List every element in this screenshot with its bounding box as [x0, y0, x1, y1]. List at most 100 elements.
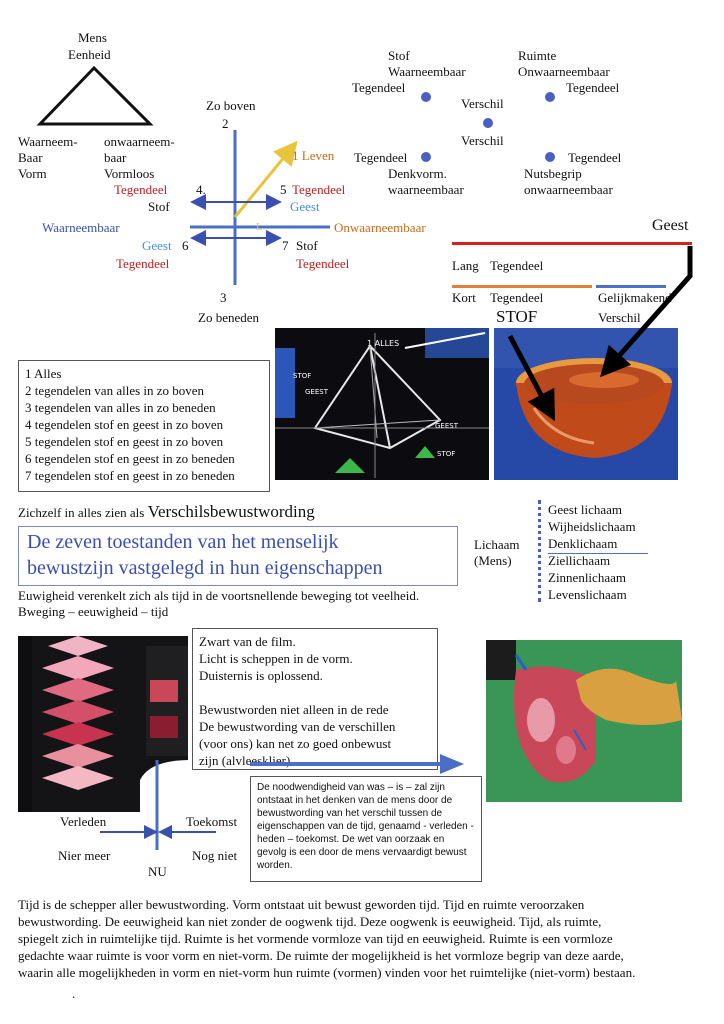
leven-label: 1 Leven	[292, 148, 335, 163]
axis-5: 5	[280, 182, 287, 197]
film-text-line: Bewustworden niet alleen in de rede	[199, 702, 389, 717]
tegendeel-7: Tegendeel	[296, 256, 350, 271]
timeline-nu: NU	[148, 864, 167, 879]
orange-line	[452, 285, 592, 288]
legend-item: 6 tegendelen stof en geest in zo beneden	[25, 451, 235, 466]
dot-marker	[545, 92, 555, 102]
dot-ruimte: Ruimte	[518, 48, 557, 63]
legend-item: 1 Alles	[25, 366, 62, 381]
final-line: waarin alle mogelijkheden in vorm en nie…	[18, 965, 636, 980]
lichaam-item: Ziellichaam	[548, 553, 611, 568]
dot-tegendeel-a: Tegendeel	[352, 80, 406, 95]
blue-title-line: De zeven toestanden van het menselijk	[27, 531, 339, 553]
footer-dot: .	[72, 986, 76, 1001]
final-line: Tijd is de schepper aller bewustwording.…	[18, 897, 585, 912]
zo-boven-label: Zo boven	[206, 98, 256, 113]
lichaam-item: Denklichaam	[548, 536, 618, 551]
final-line: gedachte waar ruimte is voor vorm en nie…	[18, 948, 624, 963]
waarneembaar-axis-label: Waarneembaar	[42, 220, 120, 235]
onwaarneembaar-axis-label: Onwaarneembaar	[334, 220, 426, 235]
tegendeel-5: Tegendeel	[292, 182, 346, 197]
lichaam-item: Zinnenlichaam	[548, 570, 626, 585]
tegendeel-4: Tegendeel	[114, 182, 168, 197]
axis-7: 7	[282, 238, 289, 253]
dot-denkvorm: Denkvorm.	[388, 166, 447, 181]
verschil-label: Verschil	[598, 310, 641, 325]
axis-6: 6	[182, 238, 189, 253]
pyramid-geest-2: GEEST	[305, 388, 328, 396]
geest-5: Geest	[290, 199, 320, 214]
dot-verschil-1: Verschil	[461, 96, 504, 111]
heading-big: Verschilsbewustwording	[147, 502, 315, 521]
lichaam-item: Levenslichaam	[548, 587, 627, 602]
triangle-left-2: Baar	[18, 150, 43, 165]
small-text-box: De noodwendigheid van was – is – zal zij…	[250, 776, 482, 882]
dot-marker	[483, 118, 493, 128]
axis-4: 4.	[196, 182, 206, 197]
lichaam-label: Lichaam	[474, 537, 520, 552]
triangle-right-1: onwaarneem-	[104, 134, 175, 149]
final-line: bewustwording. De eeuwigheid kan niet zo…	[18, 914, 602, 929]
blue-title-line: bewustzijn vastgelegd in hun eigenschapp…	[27, 557, 383, 579]
legend-item: 2 tegendelen van alles in zo boven	[25, 383, 205, 398]
legend-box: 1 Alles 2 tegendelen van alles in zo bov…	[18, 360, 270, 492]
pyramid-alles: 1 ALLES	[367, 339, 400, 348]
dot-waarneembaar: Waarneembaar	[388, 64, 466, 79]
red-line	[452, 242, 692, 245]
stof-title: STOF	[496, 307, 538, 326]
lichaam-item: Wijheidslichaam	[548, 519, 636, 534]
timeline-nier-meer: Nier meer	[58, 848, 111, 863]
pointer-arrows	[507, 246, 693, 422]
timeline-verleden: Verleden	[60, 814, 107, 829]
timeline-nog-niet: Nog niet	[192, 848, 238, 863]
tegendeel-6: Tegendeel	[116, 256, 170, 271]
stof-7: Stof	[296, 238, 318, 253]
dot-tegendeel-c: Tegendeel	[354, 150, 408, 165]
lichaam-item: Geest lichaam	[548, 502, 622, 517]
kort-label: Kort	[452, 290, 476, 305]
dot-onwaarneembaar: Onwaarneembaar	[518, 64, 610, 79]
gelijkmakend-label: Gelijkmakend	[598, 290, 672, 305]
triangle-right-3: Vormloos	[104, 166, 155, 181]
legend-item: 5 tegendelen stof en geest in zo boven	[25, 434, 224, 449]
dot-tegendeel-b: Tegendeel	[566, 80, 620, 95]
stof-4: Stof	[148, 199, 170, 214]
lichaam-mens: (Mens)	[474, 553, 512, 568]
cross-diagram	[190, 130, 330, 285]
final-paragraph: Tijd is de schepper aller bewustwording.…	[18, 896, 718, 981]
film-curve	[140, 760, 260, 820]
denk-divider	[548, 553, 648, 554]
eternity-line-2: Bweging – eeuwigheid – tijd	[18, 604, 169, 619]
timeline-diagram	[100, 760, 216, 850]
blue-arrow	[250, 754, 464, 774]
triangle-top-1: Mens	[78, 30, 107, 45]
tegendeel-kort: Tegendeel	[490, 290, 544, 305]
dot-marker	[421, 152, 431, 162]
lang-label: Lang	[452, 258, 479, 273]
legend-item: 7 tegendelen stof en geest in zo beneden	[25, 468, 235, 483]
eternity-line-1: Euwigheid verenkelt zich als tijd in de …	[18, 588, 420, 603]
heading-line: Zichzelf in alles zien als Verschilsbewu…	[18, 502, 315, 521]
triangle-right-2: baar	[104, 150, 127, 165]
film-text-line: Duisternis is oplossend.	[199, 668, 323, 683]
film-text-box: Zwart van de film. Licht is scheppen in …	[192, 628, 438, 770]
l-label: L	[256, 221, 263, 233]
pyramid-geest: GEEST	[435, 422, 458, 430]
pyramid-stof: STOF	[293, 372, 312, 380]
dot-marker	[421, 92, 431, 102]
axis-3: 3	[220, 290, 227, 305]
dot-waarneembaar-2: waarneembaar	[388, 182, 464, 197]
film-text-line: Zwart van de film.	[199, 634, 296, 649]
film-text-spacer	[199, 684, 431, 701]
film-text-line: (voor ons) kan net zo goed onbewust	[199, 736, 392, 751]
legend-item: 4 tegendelen stof en geest in zo boven	[25, 417, 224, 432]
dotted-line	[538, 500, 541, 602]
blue-line	[596, 285, 666, 288]
dot-verschil-2: Verschil	[461, 133, 504, 148]
dot-marker	[545, 152, 555, 162]
film-text-line: Licht is scheppen in de vorm.	[199, 651, 353, 666]
geest-title: Geest	[652, 217, 689, 234]
zo-beneden-label: Zo beneden	[198, 310, 260, 325]
pyramid-painting: 1 ALLES GEEST STOF GEEST STOF	[275, 328, 489, 480]
geest-6: Geest	[142, 238, 172, 253]
